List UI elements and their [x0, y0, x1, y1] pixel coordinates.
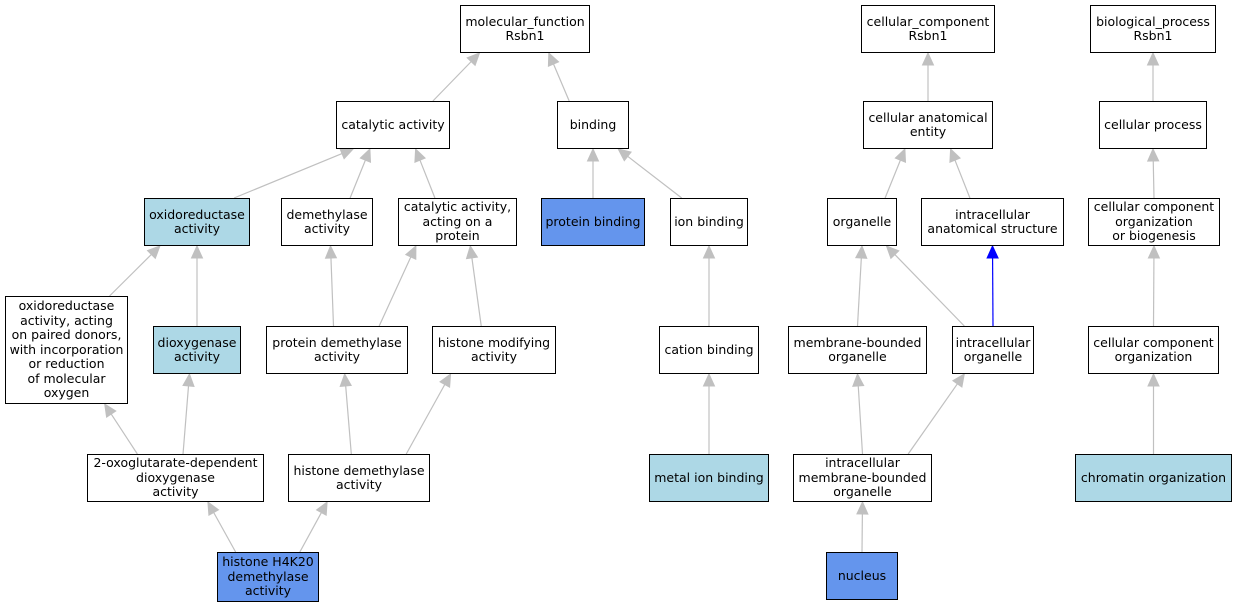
node-binding[interactable]: binding	[557, 101, 629, 149]
edge-membrane_bounded_organelle-to-organelle	[856, 257, 862, 327]
node-protein-binding[interactable]: protein binding	[541, 198, 645, 246]
node-protein-demethylase-activity[interactable]: protein demethylase activity	[266, 326, 408, 374]
arrowhead-oxidoreductase_activity-to-catalytic_activity	[339, 147, 355, 160]
node-oxidoreductase-paired-donors[interactable]: oxidoreductase activity, acting on paire…	[5, 296, 128, 404]
node-cellular-component-organization[interactable]: cellular component organization	[1088, 326, 1219, 374]
node-demethylase-activity[interactable]: demethylase activity	[281, 198, 373, 246]
node-intracellular-organelle[interactable]: intracellular organelle	[952, 326, 1034, 374]
edge-demethylase_activity-to-catalytic_activity	[349, 159, 366, 199]
arrowhead-cellular_anatomical_entity-to-cellular_component	[921, 51, 935, 66]
arrowhead-histone_h4k20_demethylase-to-histone_demethylase_activity	[315, 500, 328, 517]
node-dioxygenase-activity[interactable]: dioxygenase activity	[153, 326, 241, 374]
node-nucleus[interactable]: nucleus	[826, 552, 898, 600]
edge-protein_demethylase_activity-to-catalytic_activity_protein	[378, 256, 412, 327]
arrowhead-membrane_bounded_organelle-to-organelle	[854, 244, 868, 259]
edge-oxidoreductase_paired_donors-to-oxidoreductase_activity	[109, 254, 152, 297]
node-histone-h4k20-demethylase-activity[interactable]: histone H4K20 demethylase activity	[217, 552, 319, 602]
arrowhead-intracellular_membrane_bounded_organelle-to-intracellular_organelle	[951, 373, 965, 388]
node-intracellular-anatomical-structure[interactable]: intracellular anatomical structure	[921, 198, 1064, 246]
node-cellular-anatomical-entity[interactable]: cellular anatomical entity	[863, 101, 993, 149]
node-intracellular-membrane-bounded-organelle[interactable]: intracellular membrane-bounded organelle	[793, 454, 932, 502]
arrowhead-intracellular_organelle-to-organelle	[885, 245, 900, 260]
node-organelle[interactable]: organelle	[827, 198, 897, 246]
node-biological-process[interactable]: biological_process Rsbn1	[1090, 5, 1216, 53]
arrowhead-cellular_process-to-biological_process	[1146, 51, 1160, 66]
edge-cellular_component_organization_or_biogenesis-to-cellular_process	[1152, 160, 1155, 199]
arrowhead-intracellular_membrane_bounded_organelle-to-membrane_bounded_organelle	[852, 372, 865, 387]
node-oxidoreductase-activity[interactable]: oxidoreductase activity	[144, 198, 250, 246]
arrowhead-organelle-to-cellular_anatomical_entity	[894, 147, 907, 163]
edge-ion_binding-to-binding	[627, 155, 683, 199]
edge-catalytic_activity-to-molecular_function	[432, 61, 472, 102]
arrowhead-catalytic_activity-to-molecular_function	[466, 52, 481, 67]
arrowhead-oxidoreductase_paired_donors-to-oxidoreductase_activity	[146, 245, 161, 260]
arrowhead-histone_modifying_activity-to-catalytic_activity_protein	[465, 244, 479, 260]
arrowhead-ion_binding-to-binding	[617, 148, 632, 162]
arrowhead-protein_binding-to-binding	[586, 147, 600, 162]
edge-binding-to-molecular_function	[552, 63, 570, 102]
edge-catalytic_activity_protein-to-catalytic_activity	[419, 159, 436, 199]
node-cation-binding[interactable]: cation binding	[659, 326, 759, 374]
node-molecular-function[interactable]: molecular_function Rsbn1	[460, 5, 590, 53]
edge-intracellular_membrane_bounded_organelle-to-membrane_bounded_organelle	[857, 385, 864, 455]
node-metal-ion-binding[interactable]: metal ion binding	[649, 454, 769, 502]
edge-histone_demethylase_activity-to-histone_modifying_activity	[405, 384, 446, 455]
node-histone-modifying-activity[interactable]: histone modifying activity	[432, 326, 556, 374]
edge-intracellular_anatomical_structure-to-cellular_anatomical_entity	[954, 159, 971, 199]
node-2-oxoglutarate-dependent-dioxygenase[interactable]: 2-oxoglutarate-dependent dioxygenase act…	[87, 454, 264, 502]
arrowhead-demethylase_activity-to-catalytic_activity	[359, 147, 372, 163]
node-catalytic-activity[interactable]: catalytic activity	[336, 101, 450, 149]
arrowhead-cation_binding-to-ion_binding	[702, 244, 716, 259]
edge-protein_demethylase_activity-to-demethylase_activity	[330, 257, 335, 327]
node-cellular-process[interactable]: cellular process	[1099, 101, 1207, 149]
edge-oxoglutarate_dioxygenase-to-dioxygenase_activity	[182, 385, 190, 455]
arrowhead-cellular_component_organization-to-cellular_component_organization_or_biogenesis	[1147, 244, 1161, 259]
edge-intracellular_membrane_bounded_organelle-to-intracellular_organelle	[907, 383, 958, 455]
node-histone-demethylase-activity[interactable]: histone demethylase activity	[288, 454, 430, 502]
arrowhead-protein_demethylase_activity-to-catalytic_activity_protein	[404, 244, 417, 260]
node-membrane-bounded-organelle[interactable]: membrane-bounded organelle	[788, 326, 927, 374]
arrowhead-intracellular_organelle-to-intracellular_anatomical_structure	[986, 244, 999, 259]
arrowhead-protein_demethylase_activity-to-demethylase_activity	[324, 244, 338, 259]
arrowhead-oxoglutarate_dioxygenase-to-dioxygenase_activity	[182, 372, 195, 387]
node-chromatin-organization[interactable]: chromatin organization	[1075, 454, 1232, 502]
arrowhead-histone_demethylase_activity-to-histone_modifying_activity	[439, 372, 452, 389]
node-cellular-component-organization-or-biogenesis[interactable]: cellular component organization or bioge…	[1088, 198, 1220, 246]
edge-oxidoreductase_activity-to-catalytic_activity	[233, 153, 343, 199]
arrowhead-cellular_component_organization_or_biogenesis-to-cellular_process	[1146, 147, 1160, 162]
node-ion-binding[interactable]: ion binding	[670, 198, 748, 246]
arrowhead-catalytic_activity_protein-to-catalytic_activity	[414, 147, 427, 163]
arrowhead-intracellular_anatomical_structure-to-cellular_anatomical_entity	[949, 147, 962, 163]
edge-histone_h4k20_demethylase-to-oxoglutarate_dioxygenase	[213, 512, 237, 553]
edge-histone_modifying_activity-to-catalytic_activity_protein	[471, 257, 482, 327]
edge-histone_demethylase_activity-to-protein_demethylase_activity	[345, 385, 352, 455]
arrowhead-nucleus-to-intracellular_membrane_bounded_organelle	[856, 500, 869, 515]
arrowhead-chromatin_organization-to-cellular_component_organization	[1147, 372, 1160, 387]
arrowhead-metal_ion_binding-to-cation_binding	[702, 372, 716, 387]
arrowhead-binding-to-molecular_function	[547, 51, 560, 67]
node-cellular-component[interactable]: cellular_component Rsbn1	[861, 5, 995, 53]
arrowhead-histone_demethylase_activity-to-protein_demethylase_activity	[339, 372, 353, 387]
arrowhead-oxoglutarate_dioxygenase-to-oxidoreductase_paired_donors	[104, 402, 117, 418]
node-catalytic-activity-acting-on-protein[interactable]: catalytic activity, acting on a protein	[398, 198, 517, 246]
edge-organelle-to-cellular_anatomical_entity	[884, 159, 901, 199]
edge-intracellular_organelle-to-organelle	[894, 254, 965, 327]
arrowhead-histone_h4k20_demethylase-to-oxoglutarate_dioxygenase	[207, 500, 220, 517]
edge-oxoglutarate_dioxygenase-to-oxidoreductase_paired_donors	[110, 413, 138, 455]
arrowhead-dioxygenase_activity-to-oxidoreductase_activity	[190, 244, 204, 259]
edge-histone_h4k20_demethylase-to-histone_demethylase_activity	[299, 512, 322, 553]
